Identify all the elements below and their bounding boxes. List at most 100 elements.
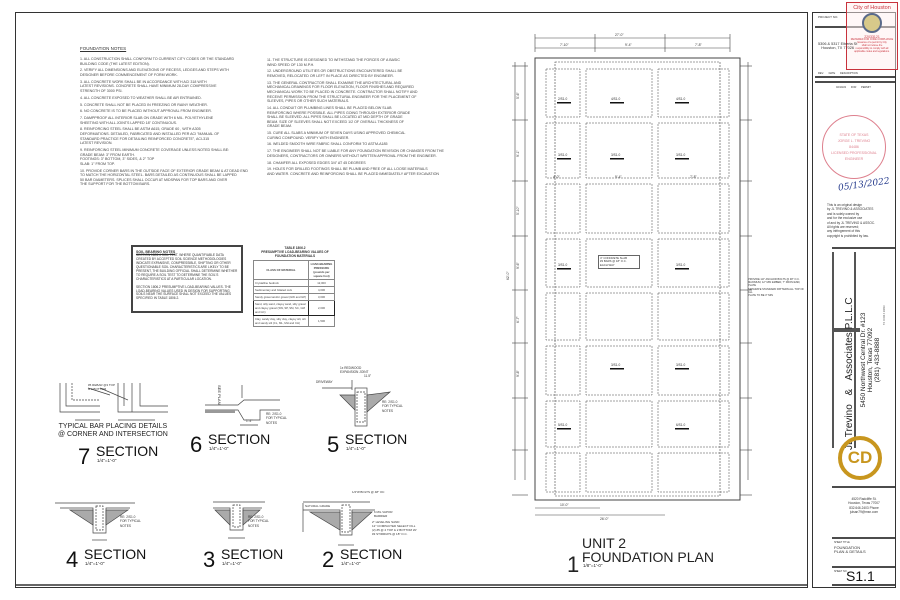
plan-label: 27'-0" (615, 33, 624, 37)
firm-amp: & (844, 388, 855, 396)
plan-label: 5'-6" (516, 92, 520, 99)
natural-grade-label: NATURAL GRADE (305, 504, 331, 508)
slab-outline (534, 57, 741, 501)
plan-label: 4/S1.0 (676, 97, 686, 101)
detail-2-callout: 6 MIL VAPOR BARRIER (374, 510, 393, 519)
slab-note: 4" CONCRETE SLAB #3 BARS @ 18" O.C. EACH… (598, 255, 640, 269)
foundation-plan-drawing (512, 34, 752, 516)
plan-label: 9'-1" (516, 149, 520, 157)
plan-label: 3/S1.0 (676, 263, 686, 267)
project-address: 5306 & 5317 Elberta St Houston, TX 77026 (818, 42, 858, 51)
stamp-text: REVIEWED FOR CODE COMPLIANCE Issuance of… (850, 38, 894, 53)
designer-logo: CD (838, 436, 882, 480)
plan-label: 2/S1.0 (558, 97, 568, 101)
foundation-note: 14. ALL CONDUIT OR PLUMBING LINES SHALL … (267, 105, 411, 129)
foundation-note: 7. DAMPPROOF ALL INTERIOR SLAB ON GRADE … (80, 116, 214, 125)
foundation-note: 3. ALL CONCRETE WORK SHALL BE IN ACCORDA… (80, 79, 217, 93)
foundation-note: 19. HOLES FOR DRILLED FOOTINGS SHALL BE … (267, 167, 439, 176)
grade-beam-box (545, 68, 581, 118)
foundation-note: 8. REINFORCING STEEL SHALL BE ASTM A615,… (80, 127, 220, 146)
grade-beam-box (585, 183, 653, 234)
grade-beam-box (657, 183, 730, 234)
foundation-note: 15. CURE ALL SLABS A MINIMUM OF SEVEN DA… (267, 131, 406, 140)
plan-label: 9'-4" (615, 175, 622, 179)
grade-beam-box (545, 452, 581, 493)
city-review-stamp: City of Houston 22033121 REVIEWED FOR CO… (846, 2, 898, 70)
detail-title: SECTION (96, 443, 159, 459)
detail-5-drawing (322, 380, 392, 427)
plan-label: 3/S1.0 (611, 363, 621, 367)
section-cut-marker (675, 368, 689, 370)
firm-name-right: Associates P.L.L.C (844, 297, 855, 381)
detail-number: 7 (78, 444, 91, 469)
grade-beam-box (585, 122, 653, 179)
foundation-note: 9. REINFORCING STEEL MINIMUM CONCRETE CO… (80, 148, 230, 166)
firm-name: JL Trevino & Associates P.L.L.C (844, 297, 855, 450)
detail-scale: 1/4"=1'-0" (209, 446, 229, 451)
firm-name-divider (832, 328, 860, 332)
grade-beam-box (657, 238, 730, 288)
sheet-title-label: SHEET TITLE (834, 541, 850, 544)
designer-address: 4520 Radcliffe St. Houston, Texas 77007 … (848, 497, 880, 515)
foundation-note: 16. WELDED SMOOTH WIRE FABRIC SHALL CONF… (267, 142, 388, 147)
grade-beam-box (657, 452, 730, 493)
rev-date: 02/10/22 (836, 86, 847, 89)
foundation-note: 13. THE GENERAL CONTRACTOR SHALL EXAMINE… (267, 80, 418, 104)
bearing-table: CLASS OF MATERIAL LOAD-BEARING PRESSURE … (253, 260, 335, 327)
grade-beam-box (545, 400, 581, 448)
plan-label: 7'-8" (695, 43, 702, 47)
detail-2-callout: 1/2"Ø BOLTS @ 48" OC (352, 490, 385, 494)
grade-beam-box (657, 122, 730, 179)
section-cut-marker (557, 158, 571, 160)
soil-notes-text: SECTION 1803.4 SOIL TEST. WHERE QUANTIFI… (136, 253, 238, 301)
plan-number: 1 (567, 552, 580, 577)
foundation-note: 6. NO CONCRETE IS TO BE PLACED WITHOUT A… (80, 109, 212, 114)
section-cut-marker (610, 158, 624, 160)
plan-label: 3/S1.0 (676, 153, 686, 157)
section-cut-marker (557, 102, 571, 104)
plan-label: 9'-8" (516, 369, 520, 377)
grade-beam-box (657, 68, 730, 118)
engineer-seal: STATE OF TEXAS JORGE L. TREVINO 84486 LI… (822, 115, 886, 179)
detail-title: SECTION (208, 431, 271, 447)
foundation-note: 1. ALL CONSTRUCTION SHALL CONFORM TO CUR… (80, 57, 235, 66)
table-cell: 1,500 (308, 315, 335, 327)
grade-beam-box (545, 183, 581, 234)
sheet-number: S1.1 (846, 568, 875, 584)
stamp-number: 22033121 (864, 35, 880, 39)
notes-left: 1. ALL CONSTRUCTION SHALL CONFORM TO CUR… (80, 57, 270, 189)
section-cut-marker (557, 268, 571, 270)
foundation-note: 10. PROVIDE CORNER BARS IN THE OUTSIDE F… (80, 168, 248, 187)
firm-name-bars (832, 252, 856, 448)
drawing-frame (15, 12, 808, 588)
detail-title: SECTION (340, 546, 403, 562)
plan-label: 10'-0" (560, 503, 569, 507)
section-cut-marker (675, 428, 689, 430)
plan-label: 9'-6" (516, 262, 520, 269)
detail-2-callout: 2" LEVELING SAND (372, 520, 400, 524)
soil-bearing-notes-box: SOIL BEARING NOTES SECTION 1803.4 SOIL T… (131, 245, 243, 313)
revision-headers: REV. DATE DESCRIPTION (818, 72, 858, 76)
detail-4-note: RE: 2/S1.0 FOR TYPICAL NOTES (120, 515, 141, 528)
detail-3-note: RE: 2/S1.0 FOR TYPICAL NOTES (248, 515, 269, 528)
plan-label: 4/S1.0 (611, 97, 621, 101)
grade-beam-box (545, 122, 581, 179)
foundation-note: 4. ALL CONCRETE EXPOSED TO WEATHER SHALL… (80, 95, 202, 100)
detail-number: 4 (66, 547, 79, 572)
grade-beam-box (657, 400, 730, 448)
plan-label: 7'-10" (560, 43, 569, 47)
plan-label: 4'-0" (553, 175, 560, 179)
detail-7-caption: TYPICAL BAR PLACING DETAILS @ CORNER AND… (58, 423, 168, 438)
plan-label: 3/S1.0 (558, 263, 568, 267)
foundation-note: 18. CHAMFER ALL EXPOSED EDGES 3/4" AT 45… (267, 160, 366, 165)
revision-row: 02/10/22 FOR PERMIT (836, 86, 871, 90)
detail-scale: 1/4"=1'-0" (346, 446, 366, 451)
detail-number: 6 (190, 432, 203, 457)
grade-beam-box (585, 68, 653, 118)
grade-beam-box (585, 292, 653, 341)
section-cut-marker (557, 428, 571, 430)
detail-2-drawing (302, 501, 375, 546)
detail-7-callout: #5 REBAR @3 TOP & 3 BOTTOM (88, 383, 115, 392)
foundation-note: 2. VERIFY ALL DIMENSIONS AND ELEVATIONS … (80, 68, 229, 77)
